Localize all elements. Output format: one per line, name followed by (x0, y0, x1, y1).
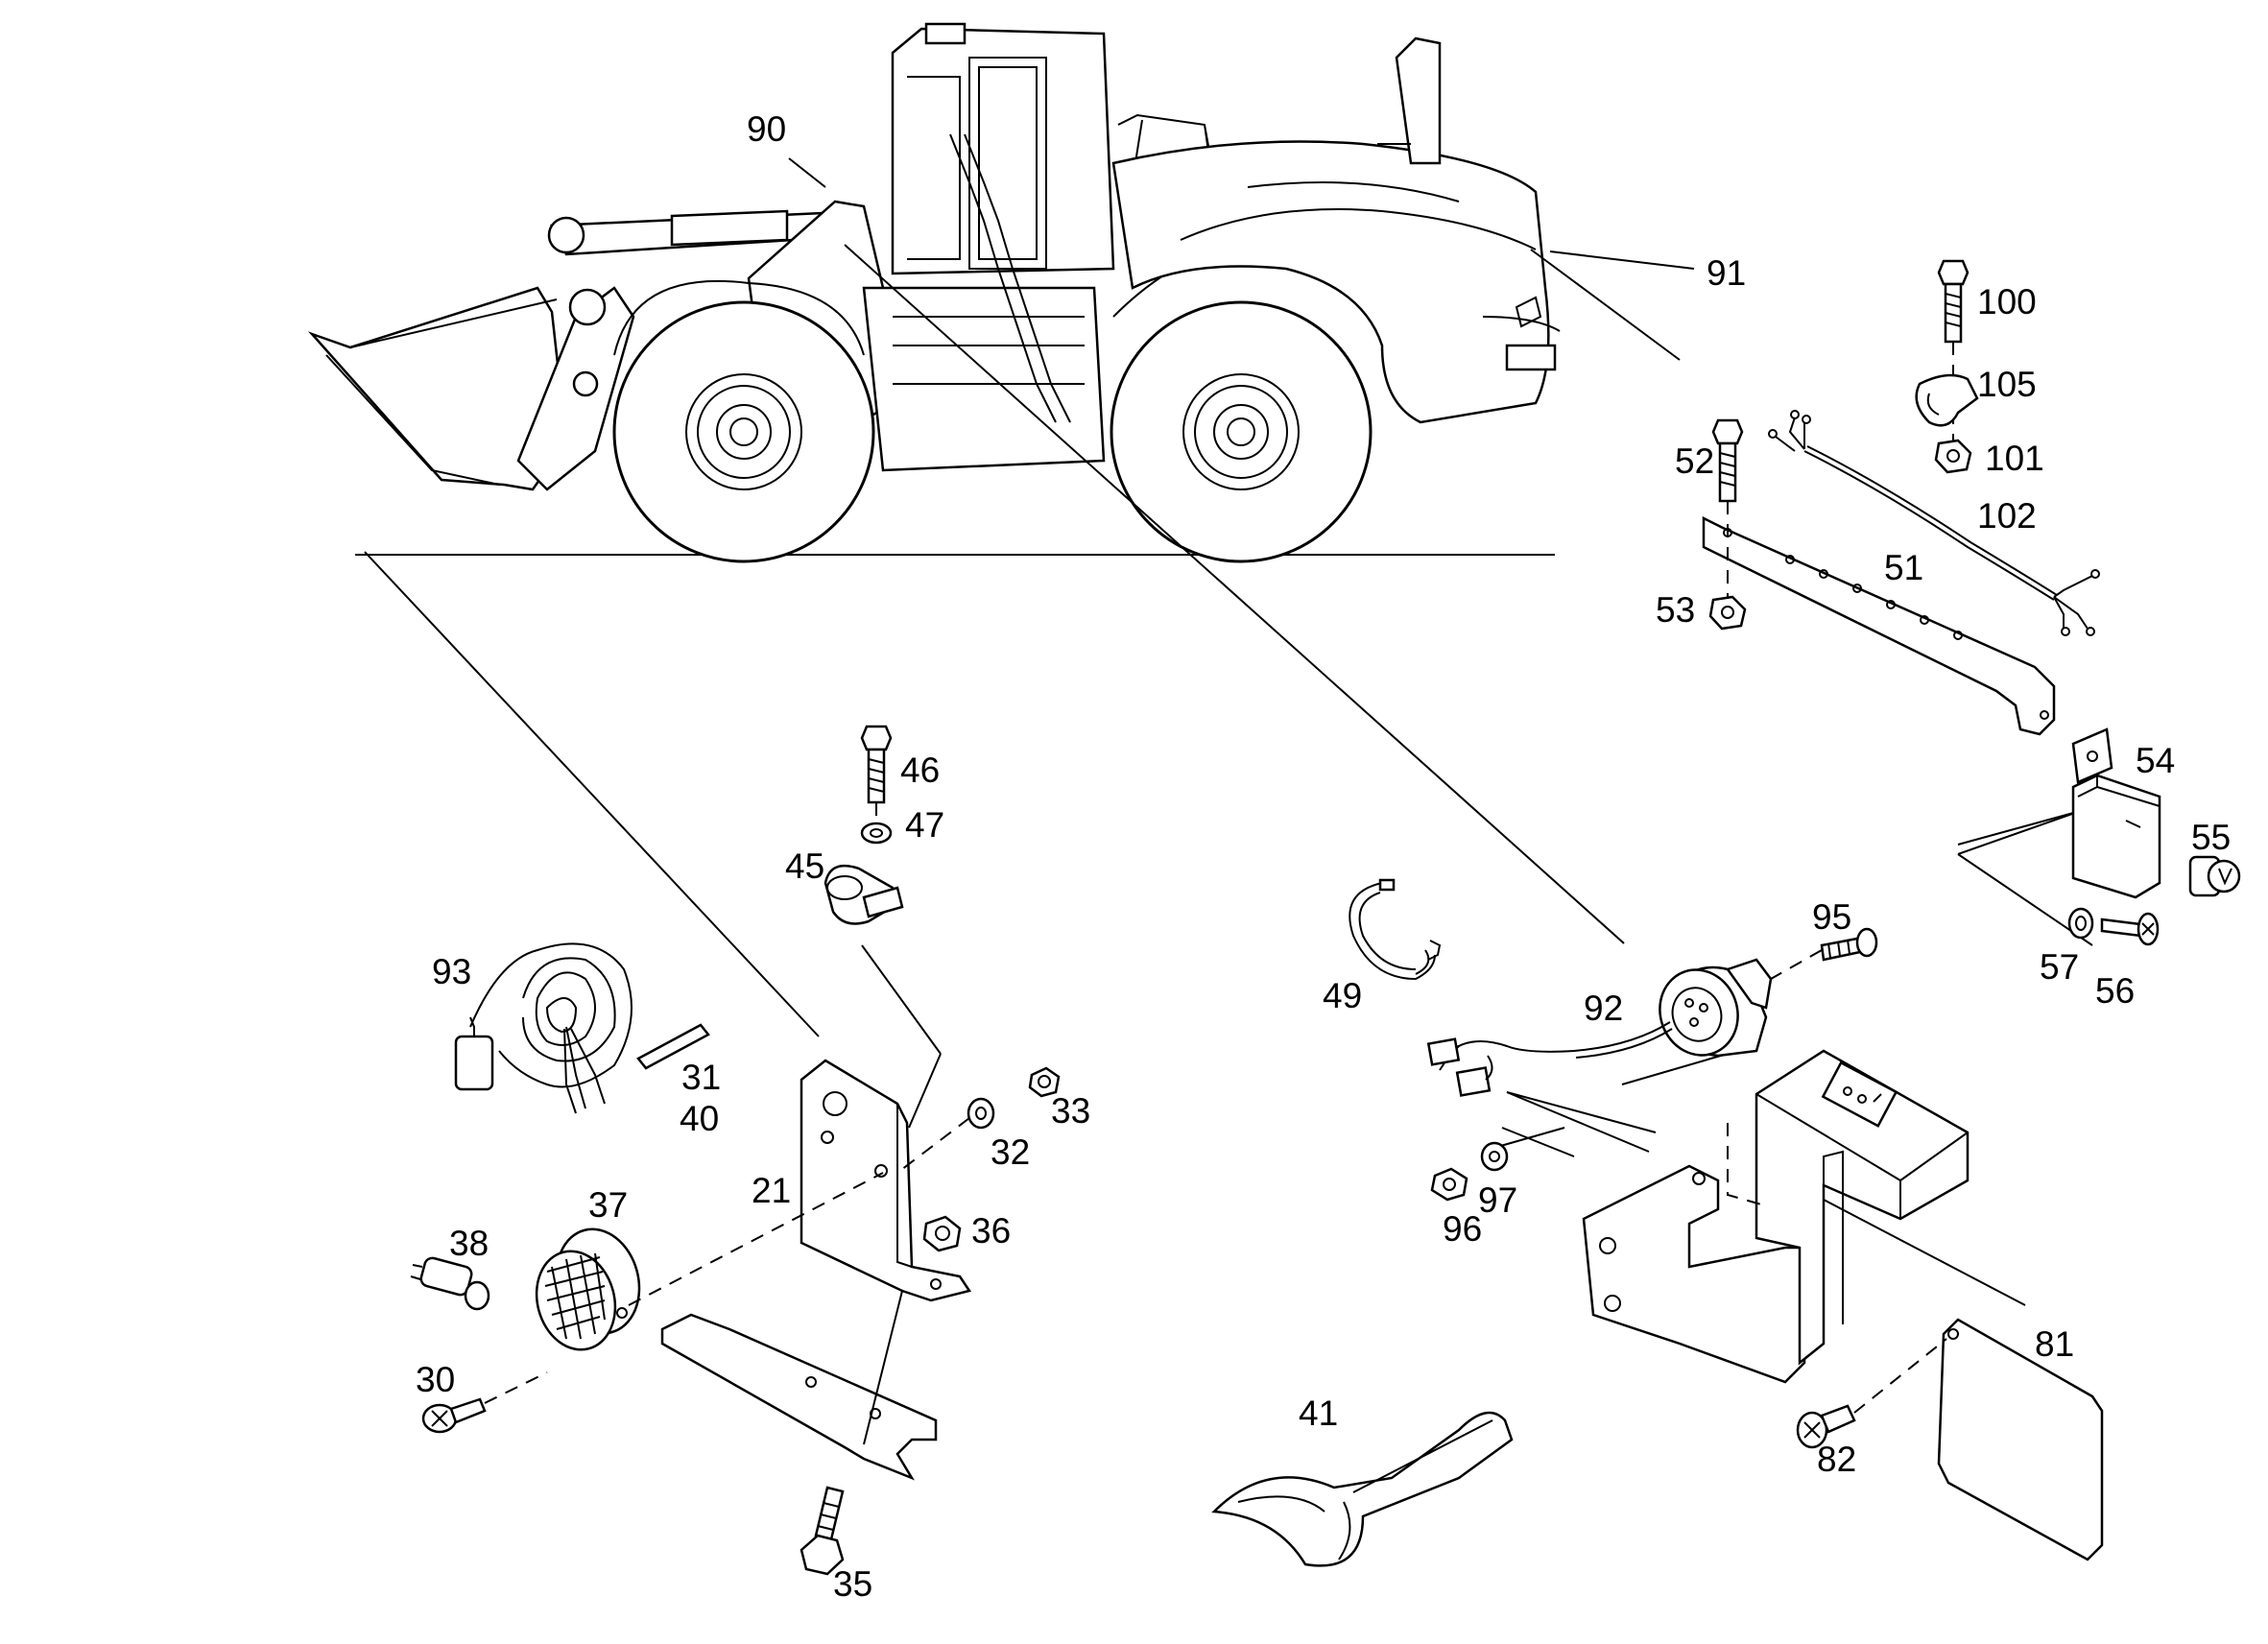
label-91: 91 (1707, 253, 1746, 293)
label-92: 92 (1584, 989, 1623, 1028)
clamp-105 (1915, 373, 1979, 427)
label-102: 102 (1977, 496, 2037, 536)
axis-line-95 (1770, 949, 1823, 980)
bracket-bar-51 (1702, 515, 2056, 736)
plate-81 (1937, 1318, 2104, 1561)
label-51: 51 (1884, 548, 1923, 587)
bracket-21 (800, 1059, 972, 1302)
pin-31 (636, 1023, 710, 1070)
screw-30 (421, 1397, 487, 1434)
label-53: 53 (1656, 590, 1695, 630)
cover-41 (1211, 1411, 1514, 1567)
label-96: 96 (1443, 1209, 1482, 1249)
cable-coil-93 (454, 942, 633, 1114)
bulb-55 (2188, 855, 2241, 897)
label-33: 33 (1051, 1091, 1090, 1131)
label-54: 54 (2136, 741, 2175, 780)
mounting-bracket (1582, 1049, 1970, 1384)
nut-53 (1708, 595, 1747, 631)
label-100: 100 (1977, 282, 2037, 322)
washer-32 (967, 1097, 995, 1130)
nut-101 (1934, 439, 1972, 474)
clamp-45 (824, 864, 904, 925)
label-45: 45 (785, 846, 824, 886)
lamp-37 (535, 1227, 641, 1351)
washer-57 (2067, 907, 2094, 940)
axis-line-37 (628, 1172, 884, 1306)
relay-box-54 (2071, 727, 2161, 899)
washer-47 (860, 822, 893, 845)
label-56: 56 (2095, 971, 2135, 1011)
screw-95 (1820, 927, 1878, 962)
label-31: 31 (681, 1058, 721, 1097)
label-105: 105 (1977, 365, 2037, 404)
label-90: 90 (747, 109, 786, 149)
label-57: 57 (2040, 947, 2079, 987)
label-36: 36 (971, 1211, 1011, 1251)
label-93: 93 (432, 952, 471, 991)
nut-96 (1430, 1167, 1468, 1202)
screw-82 (1796, 1404, 1856, 1449)
label-38: 38 (449, 1224, 489, 1263)
axis-line-82 (1853, 1338, 1947, 1414)
nut-33 (1028, 1066, 1061, 1098)
label-32: 32 (991, 1132, 1030, 1172)
label-37: 37 (588, 1185, 628, 1225)
label-81: 81 (2035, 1324, 2074, 1364)
axis-line-32 (896, 1117, 970, 1174)
wheel-loader-illustration (307, 22, 1561, 563)
label-101: 101 (1985, 439, 2044, 478)
nut-36 (922, 1215, 962, 1252)
label-95: 95 (1812, 897, 1851, 937)
bolt-35 (800, 1290, 903, 1576)
label-40: 40 (680, 1099, 719, 1138)
axis-line-30 (484, 1371, 548, 1404)
label-30: 30 (416, 1360, 455, 1399)
label-21: 21 (752, 1171, 791, 1210)
part-labels: 90 91 100 105 101 52 102 51 53 46 47 45 … (416, 109, 2231, 1604)
label-46: 46 (900, 751, 940, 790)
label-82: 82 (1817, 1440, 1856, 1479)
label-97: 97 (1478, 1180, 1517, 1220)
washer-97 (1480, 1141, 1509, 1172)
bolt-46 (860, 725, 893, 804)
lower-plate (660, 1313, 938, 1481)
label-55: 55 (2191, 818, 2231, 857)
label-35: 35 (833, 1564, 872, 1604)
screw-56 (2100, 912, 2160, 946)
label-41: 41 (1299, 1394, 1338, 1433)
label-52: 52 (1675, 441, 1714, 481)
wire-harness-102 (1768, 410, 2100, 636)
bolt-52 (1711, 418, 1744, 503)
socket-92 (1426, 958, 1773, 1097)
bulb-38 (410, 1256, 490, 1311)
bolt-100 (1937, 259, 1970, 344)
label-49: 49 (1323, 976, 1362, 1015)
label-47: 47 (905, 805, 944, 845)
cable-tie-49 (1349, 878, 1442, 981)
